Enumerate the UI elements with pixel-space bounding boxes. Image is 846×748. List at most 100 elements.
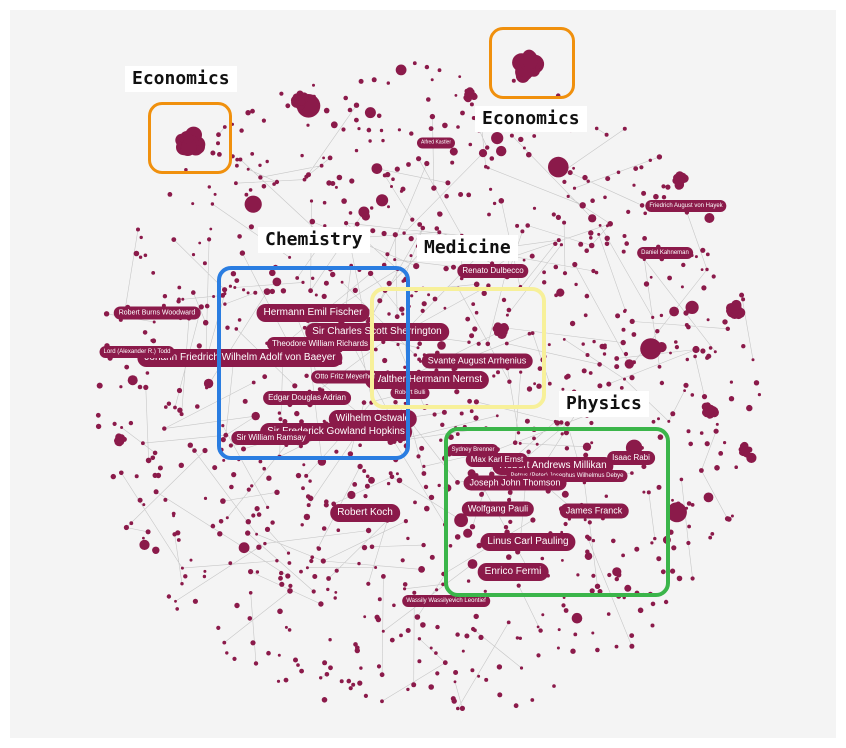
cluster-node-0 (183, 133, 194, 144)
node-label-renato[interactable]: Renato Dulbecco (457, 264, 529, 278)
node-label-theodore-richards[interactable]: Theodore William Richards (266, 337, 374, 351)
graph-node (450, 696, 456, 702)
node-label-alfred-kastler[interactable]: Alfred Kastler (416, 137, 456, 149)
graph-node (561, 559, 564, 562)
graph-node (536, 383, 542, 389)
graph-node (690, 503, 695, 507)
graph-node (220, 293, 226, 298)
graph-node (172, 514, 176, 518)
graph-node (597, 589, 603, 594)
graph-node (506, 554, 512, 560)
graph-node (278, 417, 283, 422)
node-label-baeyer[interactable]: Johann Friedrich Wilhelm Adolf von Baeye… (137, 349, 343, 367)
node-label-kahneman[interactable]: Daniel Kahneman (637, 247, 693, 259)
graph-node (184, 168, 188, 172)
graph-node (368, 476, 375, 484)
graph-node (564, 446, 570, 451)
graph-node (212, 465, 218, 471)
graph-node (272, 277, 282, 287)
graph-node (632, 360, 636, 365)
graph-node (153, 489, 159, 495)
graph-node (299, 668, 304, 674)
graph-node (323, 280, 329, 286)
graph-node (128, 420, 134, 426)
graph-node (255, 532, 258, 536)
graph-node (708, 346, 713, 350)
graph-node (422, 464, 426, 468)
node-label-hayek[interactable]: Friedrich August von Hayek (645, 200, 727, 212)
node-label-ramsay[interactable]: Sir William Ramsay (231, 431, 311, 445)
graph-node (473, 628, 477, 633)
node-label-pauling[interactable]: Linus Carl Pauling (480, 533, 576, 551)
node-label-hermann-fischer[interactable]: Hermann Emil Fischer (256, 304, 370, 322)
graph-node (198, 241, 202, 245)
graph-node (349, 178, 355, 184)
node-label-isaac-rabi[interactable]: Isaac Rabi (607, 451, 655, 465)
graph-node (299, 569, 303, 574)
graph-node (334, 185, 338, 189)
graph-node (640, 338, 662, 360)
graph-node (309, 199, 314, 203)
graph-node (303, 513, 311, 521)
graph-node (127, 375, 138, 386)
node-label-franck[interactable]: James Franck (559, 503, 629, 519)
node-label-svante[interactable]: Svante August Arrhenius (421, 353, 533, 369)
graph-node (648, 158, 652, 162)
graph-node (507, 497, 512, 503)
node-label-robert-koch[interactable]: Robert Koch (330, 504, 400, 522)
node-label-pauli[interactable]: Wolfgang Pauli (461, 501, 535, 517)
node-label-joseph[interactable]: Joseph John Thomson (463, 475, 567, 491)
graph-node (309, 558, 314, 564)
node-label-sherrington[interactable]: Sir Charles Scott Sherrington (305, 323, 449, 341)
graph-node (380, 699, 384, 704)
graph-node (653, 536, 657, 541)
node-label-lord-todd[interactable]: Lord (Alexander R.) Todd (99, 346, 175, 358)
node-label-wassily[interactable]: Wassily Wassilyevich Leontief (402, 595, 490, 607)
graph-node (367, 270, 374, 277)
node-label-fermi[interactable]: Enrico Fermi (477, 563, 549, 581)
node-label-robert-burns[interactable]: Robert Burns Woodward (113, 306, 201, 320)
graph-node (416, 346, 420, 350)
graph-node (253, 661, 259, 666)
graph-node (103, 311, 110, 317)
graph-node (484, 164, 488, 169)
graph-node (437, 483, 441, 488)
graph-node (643, 281, 650, 287)
graph-node (145, 529, 151, 535)
graph-node (619, 386, 624, 390)
graph-node (526, 449, 531, 454)
graph-node (353, 642, 358, 647)
graph-node (616, 170, 621, 175)
graph-node (223, 302, 227, 306)
node-label-otto-fritz[interactable]: Otto Fritz Meyerhof (311, 370, 379, 384)
graph-node (424, 64, 430, 70)
graph-node (496, 370, 500, 375)
node-label-robert-bulli[interactable]: Robert Bulli (390, 387, 430, 399)
graph-node (597, 383, 603, 389)
graph-node (469, 409, 474, 414)
graph-node (525, 223, 530, 228)
graph-node (516, 431, 521, 435)
graph-node (530, 331, 535, 335)
graph-node (376, 194, 389, 207)
graph-node (582, 174, 588, 181)
graph-node (492, 201, 497, 206)
graph-node (526, 386, 533, 392)
node-label-max-karl[interactable]: Max Karl Ernst (465, 453, 529, 467)
node-label-nernst[interactable]: Walther Hermann Nernst (364, 371, 490, 389)
graph-node (713, 428, 719, 434)
graph-node (242, 288, 246, 292)
graph-node (222, 287, 228, 293)
node-label-sydney[interactable]: Sydney Brenner (447, 444, 499, 456)
graph-node (202, 261, 207, 266)
graph-node (480, 491, 484, 496)
graph-node (566, 194, 570, 198)
node-label-edgar-adrian[interactable]: Edgar Douglas Adrian (263, 391, 351, 405)
graph-node (277, 411, 282, 415)
graph-node (251, 380, 256, 385)
graph-node (604, 241, 610, 247)
graph-node (189, 558, 193, 562)
graph-node (306, 123, 310, 127)
graph-node (351, 682, 356, 687)
graph-node (347, 490, 356, 500)
